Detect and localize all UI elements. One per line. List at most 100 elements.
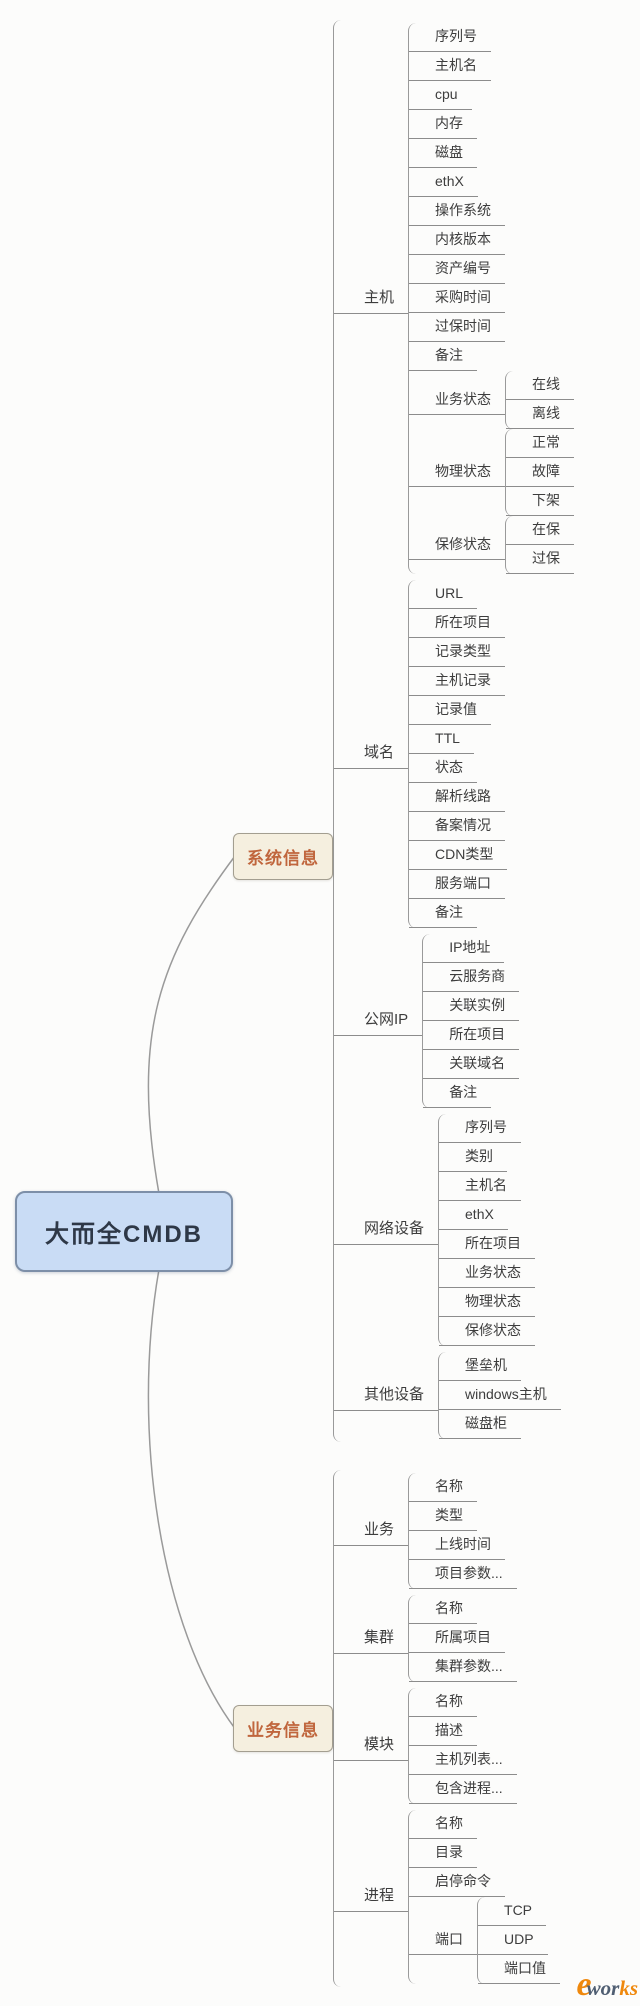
mindmap-node-label[interactable]: ethX	[409, 168, 478, 197]
mindmap-node-label[interactable]: 磁盘柜	[439, 1410, 522, 1439]
host-branch[interactable]: 主机	[334, 284, 409, 314]
mindmap-node-wrap: ethX	[439, 1201, 535, 1230]
mindmap-node-label[interactable]: 主机名	[409, 52, 492, 81]
mindmap-node-label[interactable]: 所在项目	[439, 1230, 536, 1259]
mindmap-node-label[interactable]: 备案情况	[409, 812, 506, 841]
domain-branch[interactable]: 域名	[334, 739, 409, 769]
mindmap-node-label[interactable]: 主机列表...	[409, 1746, 517, 1775]
other-device-branch[interactable]: 其他设备	[334, 1381, 439, 1411]
mindmap-node-label[interactable]: 项目参数...	[409, 1560, 517, 1589]
mindmap-node-label[interactable]: 端口值	[478, 1955, 561, 1984]
network-device-branch[interactable]: 网络设备	[334, 1215, 439, 1245]
mindmap-node-label[interactable]: ethX	[439, 1201, 508, 1230]
mindmap-node-label[interactable]: 状态	[409, 754, 478, 783]
business-branch[interactable]: 业务	[334, 1516, 409, 1546]
mindmap-node-label[interactable]: 采购时间	[409, 284, 506, 313]
mindmap-node-wrap: TTL	[409, 725, 507, 754]
mindmap-node-wrap: 所在项目	[409, 609, 507, 638]
cluster-branch[interactable]: 集群	[334, 1624, 409, 1654]
public-ip-branch[interactable]: 公网IP	[334, 1006, 423, 1036]
mindmap-node-label[interactable]: TTL	[409, 725, 474, 754]
mindmap-node-label[interactable]: 名称	[409, 1595, 478, 1624]
mindmap-node-label[interactable]: 所属项目	[409, 1624, 506, 1653]
mindmap-node-label[interactable]: IP地址	[423, 934, 505, 963]
mindmap-node-label[interactable]: 集群参数...	[409, 1653, 517, 1682]
port-branch[interactable]: 端口	[409, 1926, 478, 1955]
mindmap-node-label[interactable]: 所在项目	[409, 609, 506, 638]
mindmap-node-label[interactable]: 类别	[439, 1143, 508, 1172]
module-branch[interactable]: 模块	[334, 1731, 409, 1761]
mindmap-node-wrap: 堡垒机	[439, 1352, 561, 1381]
mindmap-node-label[interactable]: 资产编号	[409, 255, 506, 284]
mindmap-node-label[interactable]: 名称	[409, 1688, 478, 1717]
mindmap-node-label[interactable]: 名称	[409, 1473, 478, 1502]
mindmap-node-label[interactable]: 描述	[409, 1717, 478, 1746]
mindmap-node-label[interactable]: TCP	[478, 1897, 547, 1926]
mindmap-node-label[interactable]: 操作系统	[409, 197, 506, 226]
mindmap-node-label[interactable]: UDP	[478, 1926, 548, 1955]
mindmap-node-wrap: 在线	[506, 371, 575, 400]
mindmap-node-wrap: 端口值	[478, 1955, 561, 1984]
mindmap-node-label[interactable]: CDN类型	[409, 841, 508, 870]
mindmap-node-label[interactable]: 备注	[409, 342, 478, 371]
physical-status-branch[interactable]: 物理状态	[409, 458, 506, 487]
mindmap-node-label[interactable]: 内核版本	[409, 226, 506, 255]
mindmap-node-label[interactable]: 过保时间	[409, 313, 506, 342]
business-status-branch-wrap: 业务状态在线离线	[409, 371, 575, 429]
business-status-branch[interactable]: 业务状态	[409, 386, 506, 415]
mindmap-node-label[interactable]: 类型	[409, 1502, 478, 1531]
mindmap-node-label[interactable]: cpu	[409, 81, 472, 110]
mindmap-node-label[interactable]: 离线	[506, 400, 575, 429]
mindmap-node-label[interactable]: 服务端口	[409, 870, 506, 899]
mindmap-node-label[interactable]: 序列号	[439, 1114, 522, 1143]
mindmap-node-label[interactable]: 故障	[506, 458, 575, 487]
mindmap-node-label[interactable]: 在线	[506, 371, 575, 400]
mindmap-node-label[interactable]: 包含进程...	[409, 1775, 517, 1804]
mindmap-node-label[interactable]: 在保	[506, 516, 575, 545]
mindmap-node-label[interactable]: 主机记录	[409, 667, 506, 696]
mindmap-node-label[interactable]: 过保	[506, 545, 575, 574]
mindmap-node-wrap: URL	[409, 580, 507, 609]
mindmap-node-wrap: 启停命令	[409, 1868, 560, 1897]
mindmap-node-label[interactable]: 上线时间	[409, 1531, 506, 1560]
mindmap-node-label[interactable]: 关联实例	[423, 992, 520, 1021]
mindmap-node-wrap: 记录类型	[409, 638, 507, 667]
mindmap-node-label[interactable]: 业务状态	[439, 1259, 536, 1288]
mindmap-node-wrap: 序列号	[439, 1114, 535, 1143]
mindmap-node-wrap: 物理状态	[439, 1288, 536, 1317]
mindmap-node-label[interactable]: 物理状态	[439, 1288, 536, 1317]
cluster-branch-wrap: 集群名称所属项目集群参数...	[334, 1595, 560, 1682]
mindmap-node-label[interactable]: 堡垒机	[439, 1352, 522, 1381]
mindmap-node-label[interactable]: 内存	[409, 110, 478, 139]
mindmap-node-label[interactable]: 磁盘	[409, 139, 478, 168]
mindmap-node-label[interactable]: 主机名	[439, 1172, 522, 1201]
mindmap-node-label[interactable]: 云服务商	[423, 963, 520, 992]
mindmap-node-label[interactable]: 关联域名	[423, 1050, 520, 1079]
mindmap-node-label[interactable]: 保修状态	[439, 1317, 536, 1346]
process-branch[interactable]: 进程	[334, 1882, 409, 1912]
mindmap-node-label[interactable]: windows主机	[439, 1381, 561, 1410]
root-node[interactable]: 大而全CMDB	[15, 1191, 233, 1272]
mindmap-node-wrap: 备注	[409, 342, 574, 371]
mindmap-node-label[interactable]: 备注	[423, 1079, 492, 1108]
mindmap-node-label[interactable]: 序列号	[409, 23, 492, 52]
business-info-node[interactable]: 业务信息	[233, 1705, 333, 1752]
system-info-node[interactable]: 系统信息	[233, 832, 333, 880]
mindmap-node-label[interactable]: 启停命令	[409, 1868, 506, 1897]
mindmap-node-label[interactable]: 记录类型	[409, 638, 506, 667]
mindmap-node-label[interactable]: 目录	[409, 1839, 478, 1868]
mindmap-node-label[interactable]: URL	[409, 580, 478, 609]
mindmap-node-label[interactable]: 解析线路	[409, 783, 506, 812]
mindmap-node-label[interactable]: 所在项目	[423, 1021, 520, 1050]
children-group: IP地址云服务商关联实例所在项目关联域名备注	[422, 934, 520, 1108]
mindmap-node-label[interactable]: 正常	[506, 429, 575, 458]
mindmap-node-label[interactable]: 记录值	[409, 696, 492, 725]
mindmap-node-label[interactable]: 名称	[409, 1810, 478, 1839]
mindmap-node-wrap: 主机名	[409, 52, 574, 81]
warranty-status-branch[interactable]: 保修状态	[409, 531, 506, 560]
mindmap-node-label[interactable]: 下架	[506, 487, 575, 516]
children-group: 正常故障下架	[505, 429, 575, 516]
mindmap-node-label[interactable]: 备注	[409, 899, 478, 928]
